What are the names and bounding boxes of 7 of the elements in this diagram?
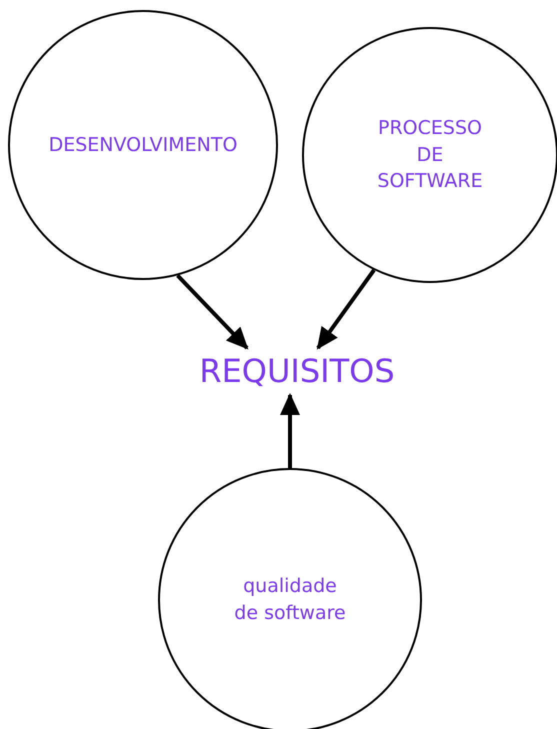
circle-text: DESENVOLVIMENTO — [48, 132, 238, 158]
arrow — [280, 393, 300, 468]
circle-text: qualidade de software — [233, 574, 347, 626]
arrow — [176, 274, 248, 350]
concept-label: REQUISITOS — [183, 348, 411, 394]
circle-text: PROCESSO DE SOFTWARE — [376, 116, 484, 194]
arrow — [316, 268, 376, 350]
